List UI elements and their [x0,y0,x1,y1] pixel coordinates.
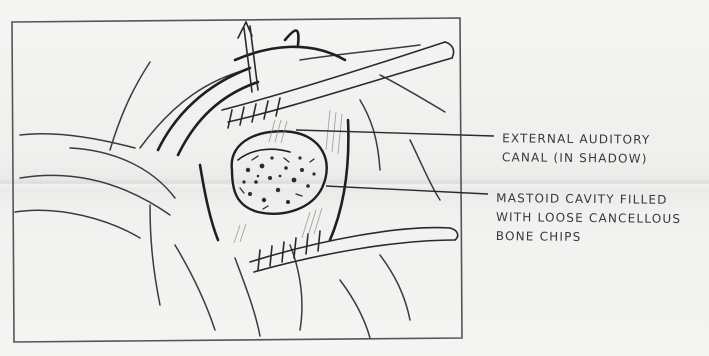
bone-chip-strokes [240,156,314,209]
drawing-frame [12,18,462,342]
label-line: CANAL (IN SHADOW) [502,148,651,169]
label-line: MASTOID CAVITY FILLED [496,189,681,210]
label-line: EXTERNAL AUDITORY [502,129,651,150]
label-external-auditory-canal: EXTERNAL AUDITORY CANAL (IN SHADOW) [502,129,651,169]
lower-retractor [250,228,458,272]
label-mastoid-cavity: MASTOID CAVITY FILLED WITH LOOSE CANCELL… [496,189,682,248]
label-line: WITH LOOSE CANCELLOUS [496,208,681,229]
bone-chips [242,156,315,204]
skin-contours [15,45,445,338]
label-line: BONE CHIPS [496,227,681,248]
mastoid-cavity [232,131,327,213]
